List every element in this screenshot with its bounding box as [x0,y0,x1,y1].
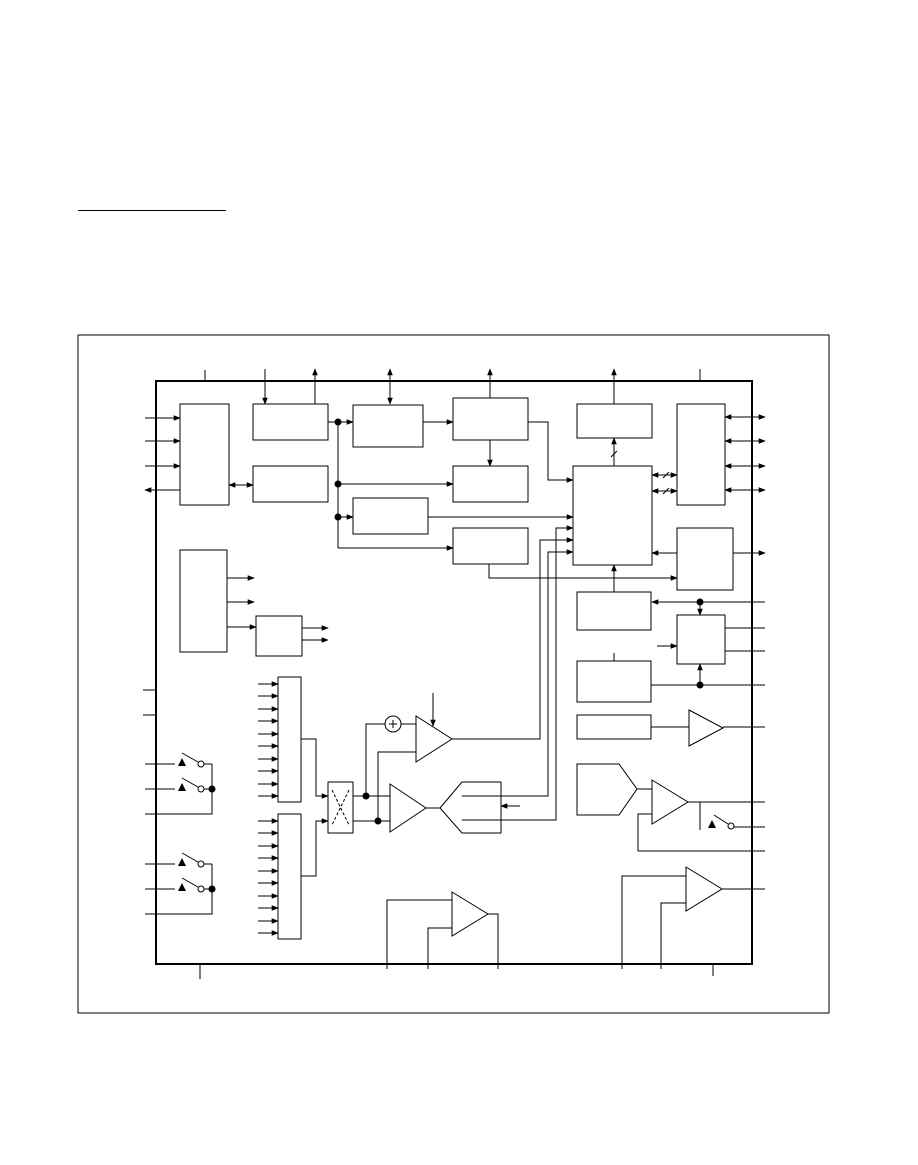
bottom-pins [199,964,714,979]
amp-bottom-left [451,891,489,937]
amp-bl-plus [386,899,452,969]
block-d [452,397,529,441]
amp-bl-out [488,913,499,969]
amp-upper-minus [377,751,416,821]
block-j [676,614,726,665]
buffer-amp [688,709,725,747]
left-middle-outputs [227,575,257,630]
left-lower-pins [143,689,156,716]
mux-lower-out [301,818,329,877]
amp-right [651,779,689,825]
block-k [576,660,652,703]
amp-upper-out [452,537,574,740]
mux-upper-inputs [258,681,279,799]
amp-bl-minus [427,927,452,969]
block-g [452,527,529,565]
controller-block [572,465,653,566]
block-b [252,465,329,503]
amp-br-minus [660,902,686,969]
block-a [252,403,329,441]
figure-frame [77,334,830,1014]
amp-right-switch-tri [708,820,716,828]
block-i [576,591,652,631]
block-c [352,404,424,448]
mux-lower-inputs [258,818,279,936]
crossbar-x1 [331,789,350,826]
right-io-pins [651,414,766,495]
chip-outline [155,380,753,965]
section-heading-underline [78,210,226,211]
block-f [352,497,429,535]
top-pins [204,368,701,405]
amp-right-switch-contact [727,822,735,830]
amp-br-plus [621,875,686,969]
right-output-block [676,527,734,591]
amp-bottom-right [685,866,723,912]
right-io-block [676,403,726,506]
right-diff-shape [576,763,638,816]
comparator-block [439,781,502,834]
block-h [576,403,653,439]
left-interface-block [179,403,230,506]
crossbar-x2 [331,789,350,826]
comparator-bottom-out [462,525,574,821]
block-l [576,714,652,740]
amp-upper [415,715,453,763]
left-middle-block [179,549,228,653]
left-inputs [144,415,254,493]
sum-feed [365,723,385,796]
mux-upper-out [301,738,329,799]
amp-right-switch-arm [713,814,729,825]
amp-right-minus [637,813,765,852]
crossbar-switch [327,781,354,834]
small-block [255,615,303,657]
switch-group-2 [145,852,216,915]
amp-lower [389,783,427,833]
mux-lower [277,813,302,940]
switch-group-1 [145,752,216,815]
block-e [452,465,529,503]
mux-upper [277,676,302,803]
comparator-top-out [462,549,574,797]
